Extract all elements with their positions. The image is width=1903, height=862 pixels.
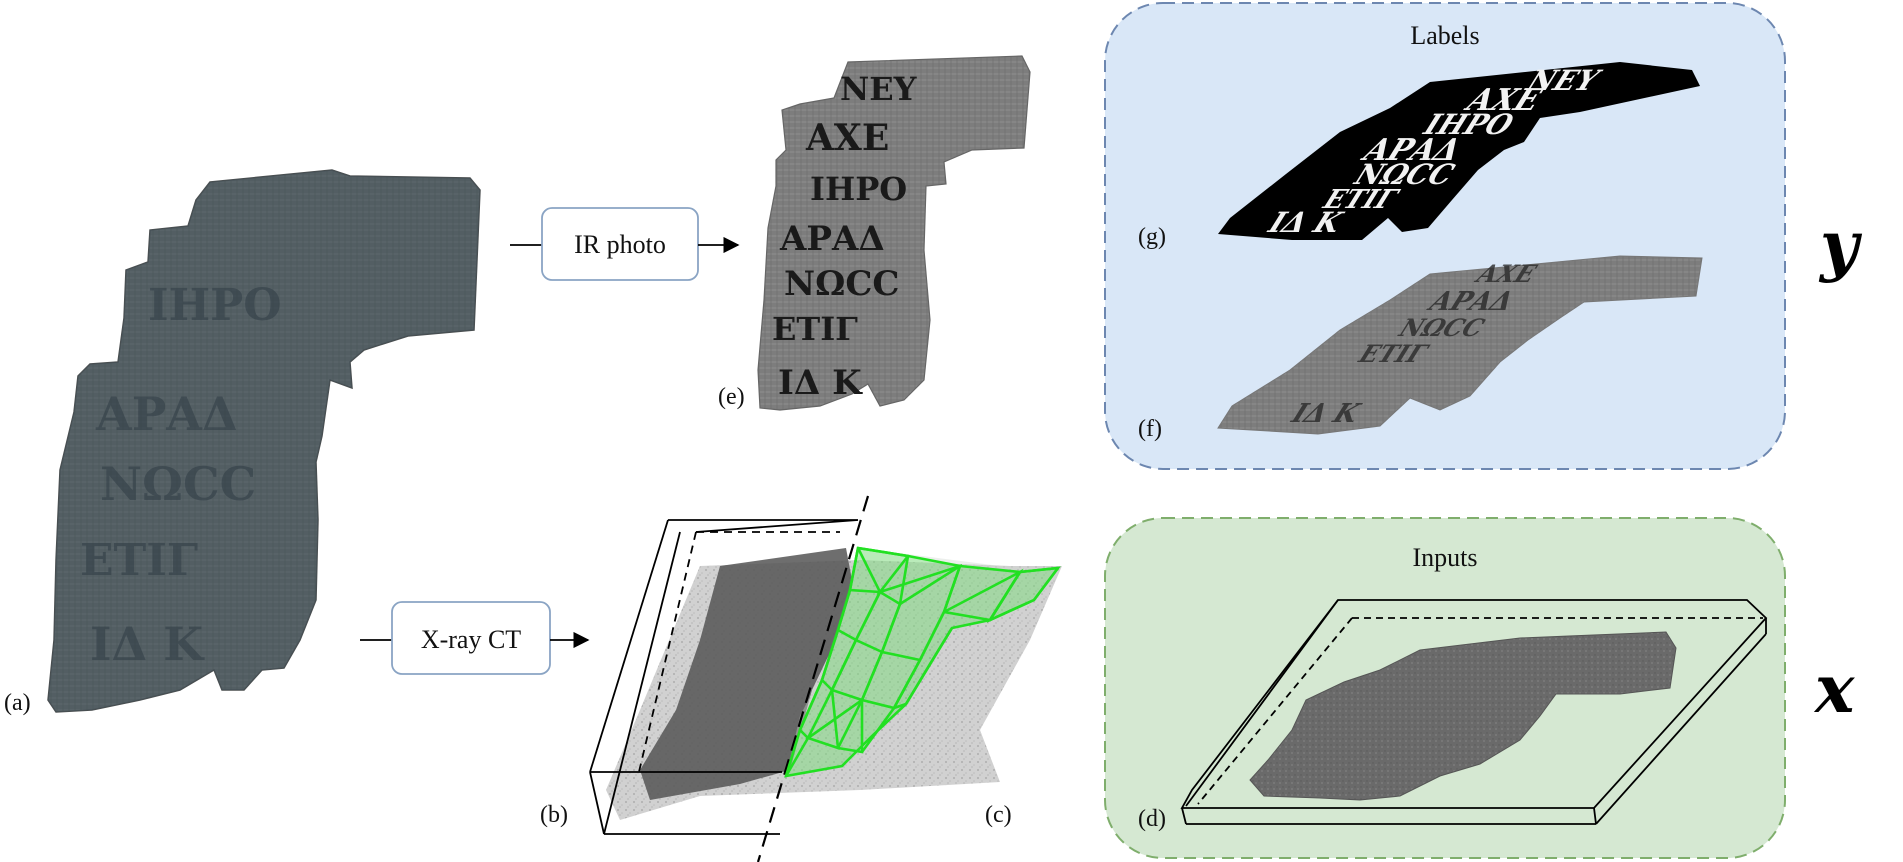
panel-label-d: (d) bbox=[1138, 806, 1166, 832]
ir-photo-label: IR photo bbox=[574, 230, 666, 259]
ink-label-map: ΝΕΥ ΑΧΕ ΙΗΡΟ ΑΡΑΔ ΝΩCC ΕΤΙΓ ΙΔ Κ bbox=[1218, 62, 1700, 240]
panel-label-c: (c) bbox=[985, 802, 1012, 828]
panel-label-f: (f) bbox=[1138, 416, 1162, 442]
ir-text-line: ΙΗΡΟ bbox=[810, 170, 907, 208]
fragment-text-line: ΕΤΙΓ bbox=[80, 535, 198, 586]
labels-box bbox=[1104, 2, 1786, 470]
ir-text-line: ΙΔ Κ bbox=[778, 363, 863, 403]
ir-text-line: ΝΕΥ bbox=[840, 70, 918, 108]
fragment-text-line: ΑΡΑΔ bbox=[95, 387, 238, 441]
labels-title: Labels bbox=[1410, 21, 1479, 50]
y-symbol: y bbox=[1818, 206, 1863, 284]
ir-text-line: ΝΩCC bbox=[784, 264, 899, 304]
ir-text-line: ΕΤΙΓ bbox=[772, 310, 858, 348]
input-surface bbox=[1249, 631, 1677, 801]
panel-label-b: (b) bbox=[540, 802, 568, 828]
fragment-photo: ΙΗΡΟ ΑΡΑΔ ΝΩCC ΕΤΙΓ ΙΔ Κ bbox=[47, 169, 481, 713]
ink-text-line: ΑΡΑΔ bbox=[1355, 132, 1471, 168]
xray-ct-box bbox=[391, 601, 551, 675]
xray-ct-label: X-ray CT bbox=[421, 625, 521, 654]
inputs-title: Inputs bbox=[1413, 543, 1478, 572]
fragment-text-line: ΙΗΡΟ bbox=[148, 280, 282, 331]
triangle-mesh bbox=[784, 546, 1061, 778]
projected-ir-texture: ΑΧΕ ΑΡΑΔ ΝΩCC ΕΤΙΓ ΙΔ Κ bbox=[1217, 255, 1703, 435]
fragment-text-line: ΝΩCC bbox=[100, 457, 256, 511]
input-bounding-box bbox=[1180, 599, 1768, 825]
labels-group: Labels ΝΕΥ ΑΧΕ ΙΗΡΟ ΑΡΑΔ ΝΩCC ΕΤΙΓ ΙΔ Κ … bbox=[1104, 2, 1786, 470]
ir-text-line: ΑΧΕ bbox=[805, 117, 889, 159]
panel-label-g: (g) bbox=[1138, 224, 1166, 250]
input-volume bbox=[1180, 599, 1768, 825]
ir-text-line: ΑΡΑΔ bbox=[779, 219, 885, 259]
ct-volume bbox=[589, 495, 1062, 862]
ir-photo-process: IR photo bbox=[510, 207, 740, 281]
ir-image: ΝΕΥ ΑΧΕ ΙΗΡΟ ΑΡΑΔ ΝΩCC ΕΤΙΓ ΙΔ Κ bbox=[757, 55, 1031, 411]
fragment-text-line: ΙΔ Κ bbox=[90, 617, 205, 671]
ct-cut-line bbox=[756, 495, 870, 862]
panel-label-e: (e) bbox=[718, 384, 745, 410]
ct-bounding-box bbox=[589, 519, 859, 835]
x-symbol: x bbox=[1813, 650, 1855, 728]
ink-text-line: ΝΩCC bbox=[1346, 158, 1462, 191]
panel-label-a: (a) bbox=[4, 690, 31, 716]
texture-text-line: ΝΩCC bbox=[1392, 314, 1491, 342]
ink-text-line: ΙΗΡΟ bbox=[1416, 108, 1522, 141]
ink-label-shape bbox=[1218, 62, 1700, 240]
inputs-group: Inputs (d) bbox=[1104, 517, 1786, 859]
ir-photo-box bbox=[541, 207, 699, 281]
xray-ct-process: X-ray CT bbox=[360, 601, 590, 675]
texture-text-line: ΑΡΑΔ bbox=[1421, 285, 1521, 316]
